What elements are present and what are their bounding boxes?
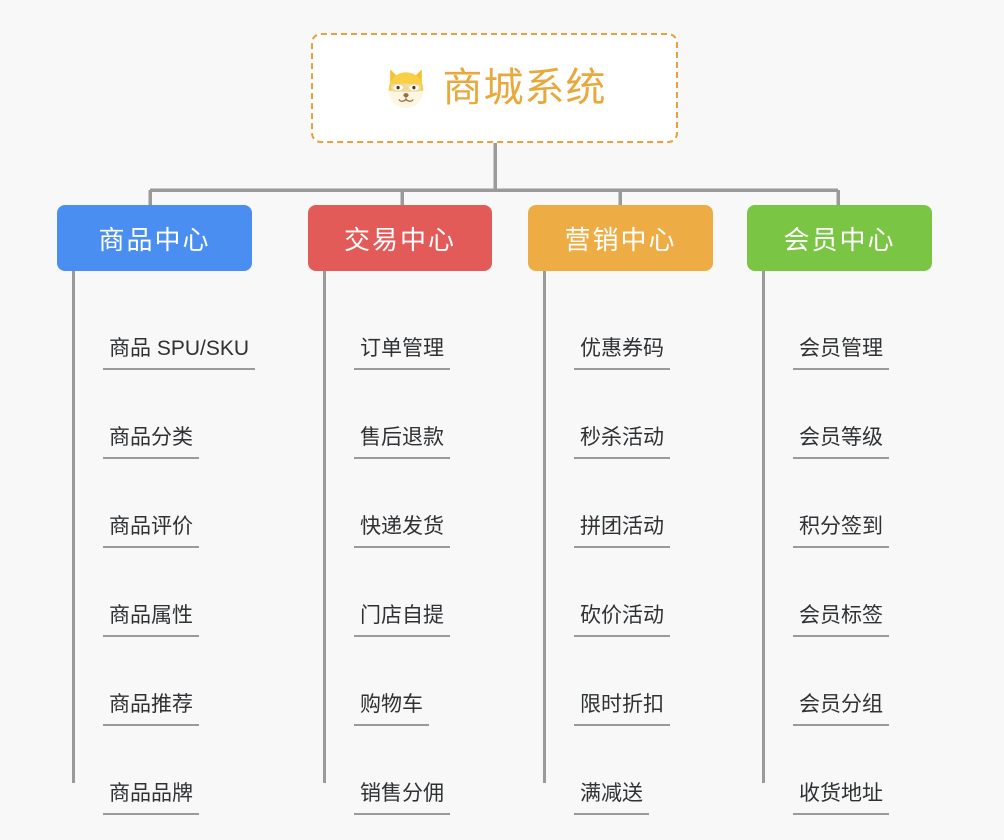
leaf-item[interactable]: 会员标签: [793, 605, 889, 637]
category-box-1[interactable]: 商品中心: [57, 205, 252, 271]
leaf-item[interactable]: 会员等级: [793, 427, 889, 459]
category-label-2: 交易中心: [343, 224, 456, 255]
category-box-3[interactable]: 营销中心: [528, 205, 713, 271]
category-box-4[interactable]: 会员中心: [747, 205, 932, 271]
branch-trunk-3: [543, 271, 546, 783]
leaf-item[interactable]: 商品评价: [103, 516, 199, 548]
leaf-item[interactable]: 满减送: [574, 783, 649, 815]
leaf-item[interactable]: 会员分组: [793, 694, 889, 726]
category-label-3: 营销中心: [564, 224, 677, 255]
branch-trunk-1: [72, 271, 75, 783]
leaf-item[interactable]: 售后退款: [354, 427, 450, 459]
branch-trunk-2: [323, 271, 326, 783]
leaf-item[interactable]: 购物车: [354, 694, 429, 726]
leaf-item[interactable]: 商品品牌: [103, 783, 199, 815]
category-label-4: 会员中心: [783, 224, 896, 255]
leaf-item[interactable]: 销售分佣: [354, 783, 450, 815]
leaf-item[interactable]: 商品属性: [103, 605, 199, 637]
branch-trunk-4: [762, 271, 765, 783]
leaf-item[interactable]: 拼团活动: [574, 516, 670, 548]
root-node[interactable]: 商城系统: [311, 33, 678, 143]
leaf-item[interactable]: 商品推荐: [103, 694, 199, 726]
leaf-item[interactable]: 门店自提: [354, 605, 450, 637]
category-label-1: 商品中心: [98, 224, 211, 255]
dog-face-icon: [388, 69, 423, 109]
category-box-2[interactable]: 交易中心: [308, 205, 492, 271]
leaf-item[interactable]: 商品 SPU/SKU: [103, 338, 256, 370]
leaf-item[interactable]: 会员管理: [793, 338, 889, 370]
leaf-item[interactable]: 积分签到: [793, 516, 889, 548]
leaf-item[interactable]: 商品分类: [103, 427, 199, 459]
leaf-item[interactable]: 收货地址: [793, 783, 889, 815]
leaf-item[interactable]: 砍价活动: [574, 605, 670, 637]
leaf-item[interactable]: 订单管理: [354, 338, 450, 370]
leaf-item[interactable]: 快递发货: [354, 516, 450, 548]
leaf-item[interactable]: 优惠券码: [574, 338, 670, 370]
leaf-item[interactable]: 秒杀活动: [574, 427, 670, 459]
root-title: 商城系统: [442, 66, 607, 110]
leaf-item[interactable]: 限时折扣: [574, 694, 670, 726]
